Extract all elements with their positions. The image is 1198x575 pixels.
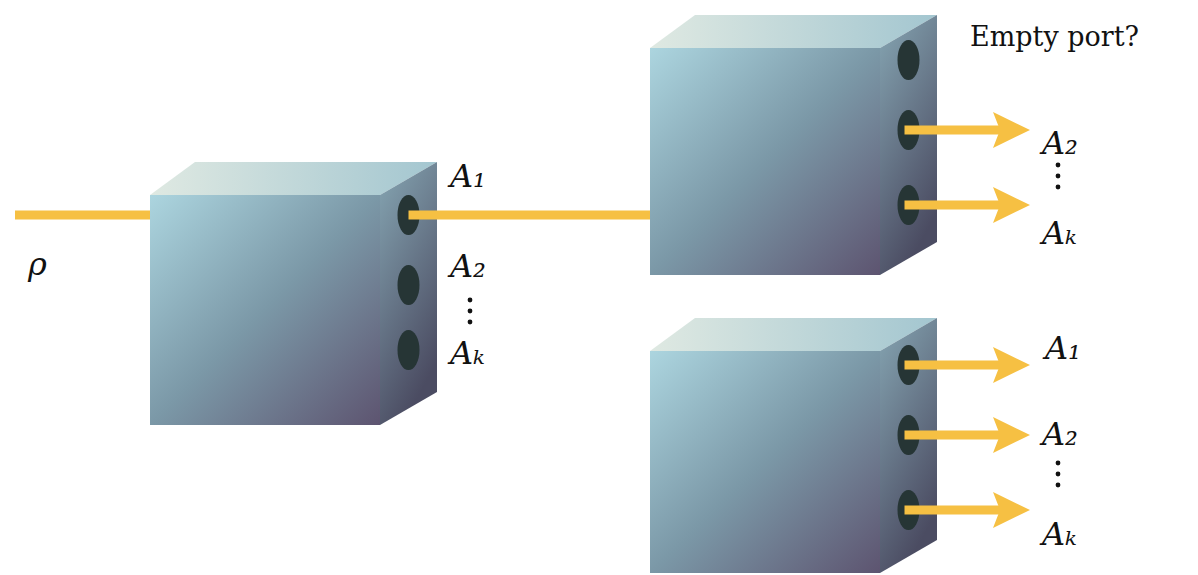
port-label: Aₖ <box>450 337 485 369</box>
port-label: A₁ <box>450 160 486 192</box>
input-line <box>15 211 150 220</box>
cube-shape <box>650 15 937 275</box>
signal-label: ρ <box>28 248 47 280</box>
port-label: A₂ <box>450 250 486 282</box>
port-label: Empty port? <box>970 23 1139 50</box>
port-label: Aₖ <box>1042 518 1077 550</box>
device-box: A₁A₂Aₖ <box>150 162 437 425</box>
port-label: Aₖ <box>1042 217 1077 249</box>
port-label: A₂ <box>1042 127 1078 159</box>
device-box: Empty port?A₂Aₖ <box>650 15 937 275</box>
cube-shape <box>650 318 937 573</box>
port-label: A₁ <box>1045 332 1081 364</box>
port-connector <box>437 215 650 216</box>
cube-shape <box>150 162 437 425</box>
port-label: A₂ <box>1042 418 1078 450</box>
device-box: A₁A₂Aₖ <box>650 318 937 573</box>
